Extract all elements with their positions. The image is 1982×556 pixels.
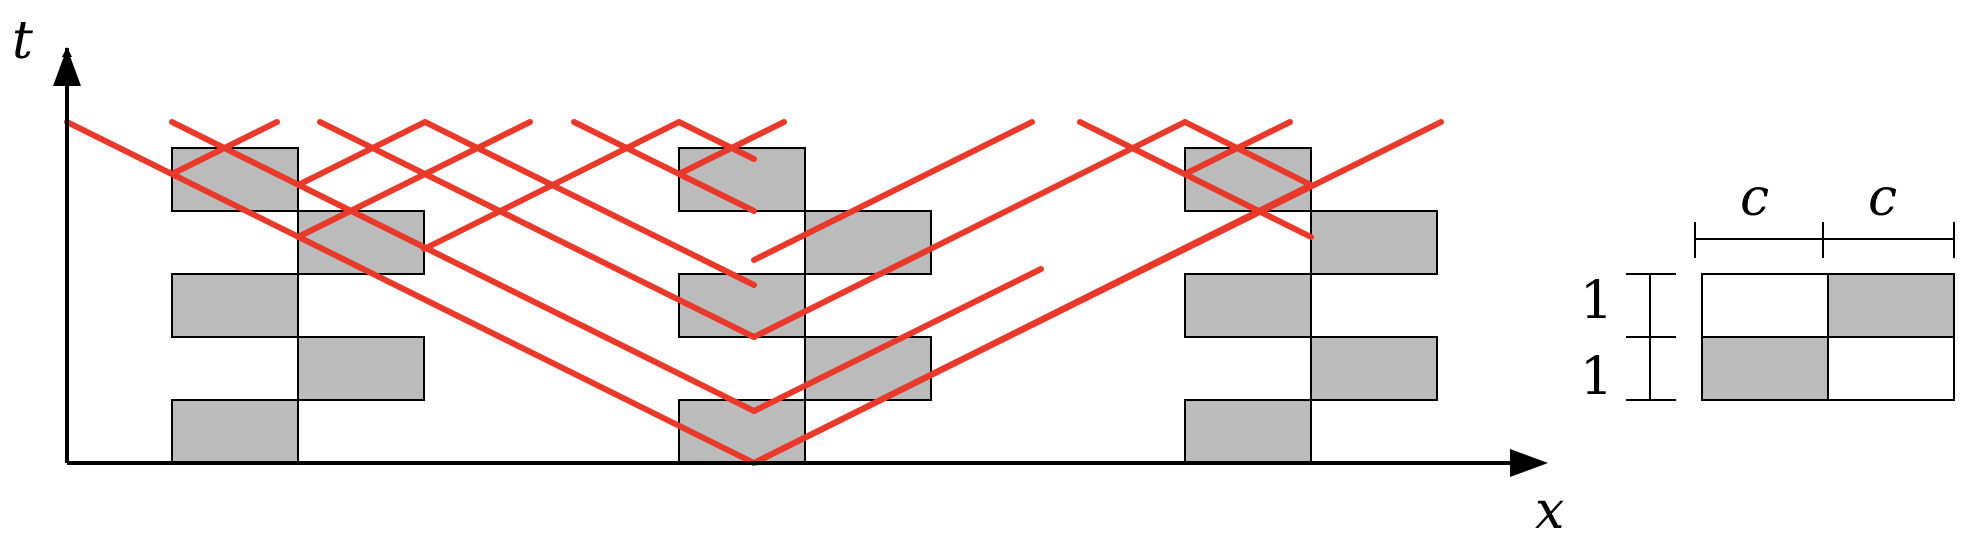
- gray-cell: [297, 210, 425, 275]
- ray-line: [1182, 119, 1314, 188]
- ray-line: [751, 182, 1314, 466]
- x-axis-arrow-icon: [1510, 449, 1548, 477]
- ray-line: [751, 119, 1035, 263]
- gray-cell: [1184, 147, 1312, 212]
- gray-cell: [1184, 273, 1312, 338]
- ray-line: [421, 119, 682, 252]
- gray-cell: [804, 336, 932, 401]
- legend-cell-top-right: [1827, 273, 1955, 338]
- ray-line: [169, 119, 757, 414]
- ray-line: [751, 266, 1044, 414]
- t-axis-label: t: [12, 11, 33, 71]
- t-axis-arrow-icon: [53, 48, 81, 86]
- gray-cell: [171, 147, 299, 212]
- gray-cell: [297, 336, 425, 401]
- legend-cell-bottom-right: [1827, 336, 1955, 401]
- height-label-top: 1: [1580, 271, 1613, 331]
- x-axis-label: x: [1535, 481, 1564, 541]
- ray-line: [317, 119, 757, 340]
- height-label-bottom: 1: [1580, 347, 1613, 407]
- gray-cell: [171, 273, 299, 338]
- width-label-left: c: [1740, 168, 1769, 228]
- legend-cell-bottom-left: [1701, 336, 1829, 401]
- width-label-right: c: [1868, 168, 1897, 228]
- gray-cell: [1310, 336, 1438, 401]
- ray-line: [1077, 119, 1314, 240]
- gray-cell: [171, 399, 299, 464]
- cell-size-legend: c c 1 1: [1580, 168, 1955, 407]
- gray-cell: [804, 210, 932, 275]
- ray-line: [64, 119, 757, 466]
- ray-line: [676, 119, 787, 177]
- ray-line: [169, 119, 280, 177]
- gray-cell-group: [171, 147, 1438, 464]
- ray-group: [64, 119, 1444, 466]
- gray-cell: [678, 147, 806, 212]
- ray-line: [295, 119, 428, 188]
- ray-line: [1182, 119, 1293, 177]
- ray-line: [751, 119, 1188, 340]
- gray-cell: [678, 273, 806, 338]
- gray-cell: [678, 399, 806, 464]
- legend-cell-top-left: [1701, 273, 1829, 338]
- gray-cell: [1184, 399, 1312, 464]
- ray-line: [295, 119, 533, 240]
- ray-line: [676, 119, 757, 162]
- gray-cell: [1310, 210, 1438, 275]
- ray-line: [571, 119, 757, 214]
